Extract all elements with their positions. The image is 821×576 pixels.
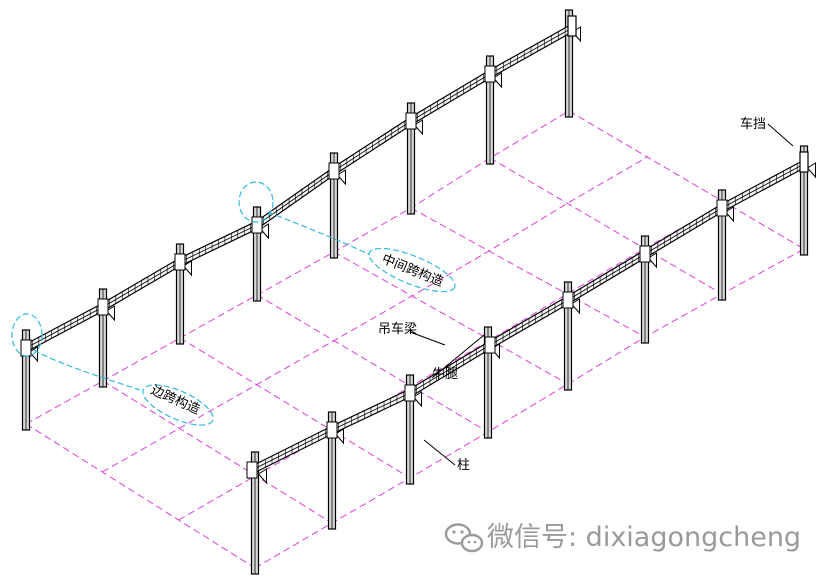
corbel-bracket — [259, 223, 269, 240]
beam-joint-plate — [251, 216, 263, 234]
middle-span-leader — [267, 211, 371, 256]
middle-span-circle — [238, 181, 274, 223]
steel-frame — [20, 9, 816, 575]
beam-joint-plate — [716, 199, 728, 217]
grid-line-back — [25, 110, 570, 425]
column — [252, 206, 269, 302]
beam-joint-plate — [328, 162, 340, 180]
corbel-bracket — [334, 428, 344, 445]
middle-span-label-ring — [368, 247, 456, 293]
label-corbel: 牛腿 — [432, 367, 458, 382]
grid-line-longitudinal — [102, 156, 648, 473]
beam-joint-plate — [97, 298, 109, 316]
corbel-bracket — [724, 206, 734, 223]
grid-lines — [25, 110, 805, 569]
edge-span-circle — [11, 313, 43, 357]
beam-joint-plate — [404, 384, 416, 402]
corbel-bracket — [570, 298, 580, 315]
grid-line-transverse — [102, 380, 333, 524]
label-edge-span: 边跨构造 — [148, 383, 202, 418]
corbel-bracket — [492, 72, 502, 89]
watermark-text: 微信号: dixiagongcheng — [487, 522, 801, 553]
beam-joint-plate — [246, 461, 258, 479]
watermark: 微信号: dixiagongcheng — [444, 522, 801, 553]
edge-span-leader — [33, 349, 141, 391]
beam-joint-plate — [405, 112, 417, 130]
corbel-bracket — [182, 260, 192, 277]
beam-joint-plate — [639, 245, 651, 263]
grid-line-transverse — [410, 207, 646, 338]
car-stop — [799, 151, 809, 173]
corbel-bracket — [412, 391, 422, 408]
beam-joint-plate — [174, 253, 186, 271]
grid-line-transverse — [568, 110, 805, 250]
column — [405, 374, 422, 485]
label-column: 柱 — [457, 458, 470, 473]
corbel-bracket — [336, 169, 346, 186]
label-crane-beam: 吊车梁 — [378, 321, 417, 337]
beam-joint-plate — [484, 336, 496, 354]
highlight-callouts — [11, 181, 456, 426]
crane-beam-front — [246, 151, 809, 479]
grid-line-transverse — [333, 251, 569, 385]
corbel-bracket — [647, 252, 657, 269]
label-car-stop: 车挡 — [740, 116, 766, 132]
edge-span-label-ring — [142, 384, 214, 426]
column — [329, 152, 346, 259]
column — [799, 145, 816, 256]
grid-line-transverse — [25, 423, 256, 569]
grid-line-front — [254, 248, 805, 569]
beam-joint-plate — [484, 65, 496, 83]
car-stop — [567, 15, 577, 37]
corbel-bracket — [105, 305, 115, 322]
corbel-bracket — [257, 468, 267, 485]
grid-line-transverse — [256, 294, 489, 433]
grid-line-transverse — [179, 337, 411, 479]
corbel-bracket — [806, 162, 816, 179]
beam-joint-plate — [326, 421, 338, 439]
beam-joint-plate — [20, 339, 32, 357]
wechat-icon — [444, 523, 484, 553]
corbel-bracket — [413, 119, 423, 136]
beam-joint-plate — [562, 291, 574, 309]
column — [250, 451, 267, 575]
crane-beam-back — [20, 15, 577, 357]
label-middle-span: 中间跨构造 — [380, 252, 446, 290]
grid-line-transverse — [489, 157, 723, 295]
label-group: 车挡 中间跨构造 吊车梁 牛腿 柱 边跨构造 — [148, 116, 794, 473]
